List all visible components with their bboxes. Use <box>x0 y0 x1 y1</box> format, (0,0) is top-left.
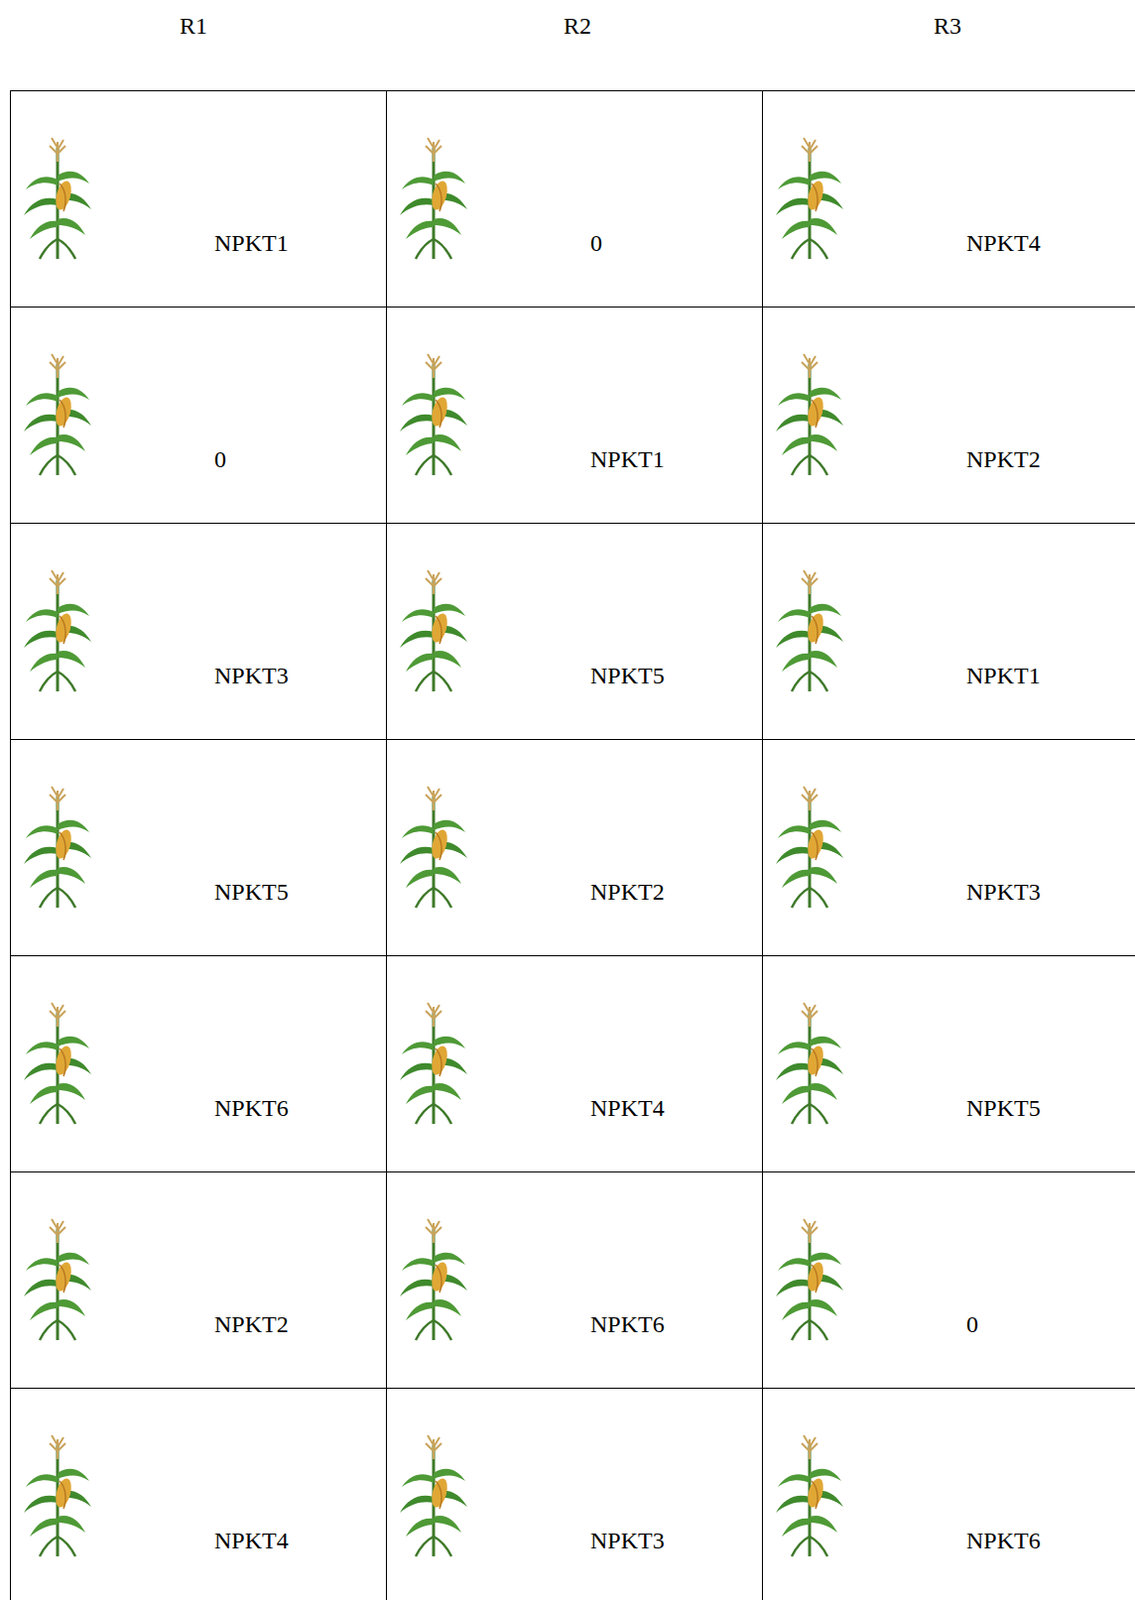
maize-plant <box>23 786 92 908</box>
plot-cell: NPKT1 <box>385 306 763 524</box>
treatment-label: 0 <box>590 228 603 258</box>
plot-cell: NPKT2 <box>385 739 763 957</box>
maize-plant <box>399 570 468 692</box>
plot-cell: NPKT5 <box>9 739 387 957</box>
maize-plant <box>399 1003 468 1125</box>
plot-cell: NPKT4 <box>9 1387 387 1600</box>
maize-plant <box>399 786 468 908</box>
treatment-label: NPKT6 <box>590 1309 665 1340</box>
maize-plant <box>399 1435 468 1557</box>
treatment-label: NPKT1 <box>214 228 289 258</box>
replicate-label: R1 <box>179 10 208 41</box>
treatment-label: NPKT6 <box>966 1525 1041 1556</box>
replicate-label: R2 <box>563 10 592 41</box>
plot-cell: NPKT2 <box>761 306 1135 524</box>
maize-plant <box>775 137 844 259</box>
treatment-label: NPKT5 <box>590 660 665 691</box>
plot-cell: NPKT5 <box>385 522 763 741</box>
treatment-label: NPKT1 <box>966 660 1041 691</box>
plot-cell: NPKT4 <box>761 90 1135 308</box>
maize-plant <box>399 354 468 476</box>
maize-plant <box>23 1435 92 1557</box>
plot-cell: NPKT1 <box>761 522 1135 741</box>
maize-plant <box>775 570 844 692</box>
plot-cell: NPKT3 <box>385 1387 763 1600</box>
plot-cell: NPKT1 <box>9 90 387 308</box>
treatment-label: NPKT5 <box>966 1093 1041 1124</box>
maize-plant <box>775 1435 844 1557</box>
maize-plant <box>775 1219 844 1341</box>
replicate-label: R3 <box>933 10 962 41</box>
plot-cell: NPKT4 <box>385 955 763 1173</box>
maize-plant <box>399 1219 468 1341</box>
treatment-label: NPKT4 <box>214 1525 289 1556</box>
plot-cell: NPKT6 <box>761 1387 1135 1600</box>
treatment-label: 0 <box>214 444 227 475</box>
plot-cell: NPKT6 <box>385 1171 763 1389</box>
treatment-label: NPKT3 <box>966 877 1041 907</box>
treatment-label: NPKT3 <box>590 1525 665 1556</box>
plot-cell: 0 <box>761 1171 1135 1389</box>
maize-plant <box>775 786 844 908</box>
treatment-label: NPKT2 <box>214 1309 289 1340</box>
maize-plant <box>23 137 92 259</box>
treatment-label: NPKT3 <box>214 660 289 691</box>
plot-cell: 0 <box>385 90 763 308</box>
plot-cell: NPKT5 <box>761 955 1135 1173</box>
plot-cell: NPKT3 <box>9 522 387 741</box>
plot-cell: 0 <box>9 306 387 524</box>
maize-plant <box>775 1003 844 1125</box>
plot-cell: NPKT6 <box>9 955 387 1173</box>
treatment-label: NPKT2 <box>966 444 1041 475</box>
treatment-label: NPKT5 <box>214 877 289 907</box>
treatment-label: NPKT2 <box>590 877 665 907</box>
maize-plant <box>23 570 92 692</box>
treatment-label: NPKT4 <box>966 228 1041 258</box>
maize-plant <box>23 1003 92 1125</box>
maize-plant <box>399 137 468 259</box>
maize-plant <box>775 354 844 476</box>
treatment-label: 0 <box>966 1309 979 1340</box>
plot-cell: NPKT2 <box>9 1171 387 1389</box>
treatment-label: NPKT4 <box>590 1093 665 1124</box>
treatment-label: NPKT6 <box>214 1093 289 1124</box>
treatment-label: NPKT1 <box>590 444 665 475</box>
maize-plant <box>23 1219 92 1341</box>
plot-cell: NPKT3 <box>761 739 1135 957</box>
maize-plant <box>23 354 92 476</box>
